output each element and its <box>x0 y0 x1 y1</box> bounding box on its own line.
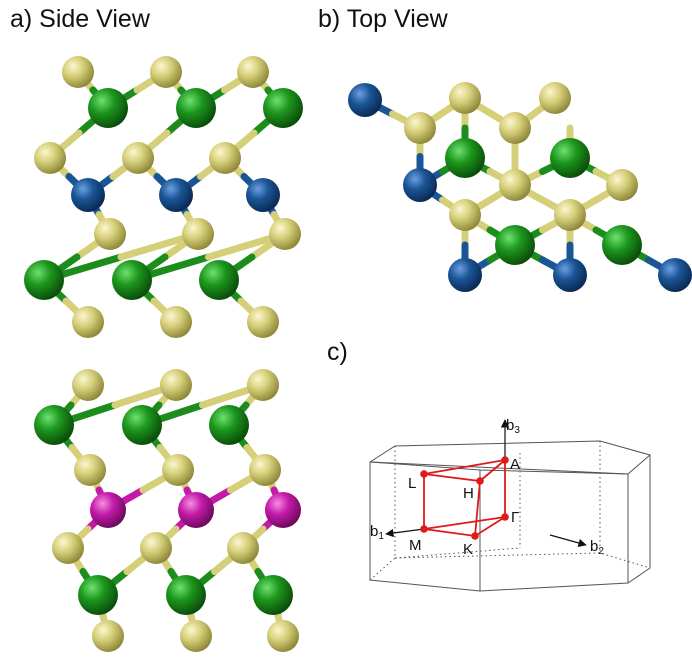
yellow-atom <box>237 56 269 88</box>
yellow-atom <box>449 82 481 114</box>
yellow-atom <box>227 532 259 564</box>
b1-axis-arrow <box>385 528 425 538</box>
green-atom <box>78 575 118 615</box>
magenta-atom <box>178 492 214 528</box>
panel-b-label: b) Top View <box>318 5 448 33</box>
blue-atom <box>71 178 105 212</box>
yellow-atom <box>72 369 104 401</box>
point-M-dot <box>420 525 428 533</box>
b2-axis-arrow <box>549 534 587 548</box>
yellow-atom <box>122 142 154 174</box>
yellow-atom <box>269 218 301 250</box>
magenta-atom <box>265 492 301 528</box>
yellow-atom <box>52 532 84 564</box>
bz-box-top <box>369 440 652 475</box>
bz-path-top <box>423 459 506 482</box>
yellow-atom <box>62 56 94 88</box>
yellow-atom <box>267 620 299 652</box>
yellow-atom <box>249 454 281 486</box>
point-K-dot <box>471 532 479 540</box>
blue-atom <box>348 83 382 117</box>
yellow-atom <box>449 199 481 231</box>
point-H-dot <box>476 477 484 485</box>
magenta-atom <box>90 492 126 528</box>
yellow-atom <box>74 454 106 486</box>
green-atom <box>209 405 249 445</box>
yellow-atom <box>180 620 212 652</box>
yellow-atom <box>162 454 194 486</box>
yellow-atom <box>94 218 126 250</box>
b1-label: b1 <box>370 523 384 542</box>
yellow-atom <box>182 218 214 250</box>
blue-atom <box>403 168 437 202</box>
green-atom <box>88 88 128 128</box>
point-K-label: K <box>463 541 473 558</box>
green-atom <box>199 260 239 300</box>
point-A-label: A <box>510 456 520 473</box>
point-A-dot <box>501 456 509 464</box>
yellow-atom <box>150 56 182 88</box>
yellow-atom <box>247 369 279 401</box>
green-atom <box>602 225 642 265</box>
bz-box-right-edge <box>627 455 651 584</box>
point-Gamma-label: Γ <box>511 509 519 526</box>
b3-label: b3 <box>506 417 520 436</box>
green-atom <box>550 138 590 178</box>
yellow-atom <box>539 82 571 114</box>
point-M-label: M <box>409 537 422 554</box>
point-L-dot <box>420 470 428 478</box>
point-H-label: H <box>463 485 474 502</box>
yellow-atom <box>554 199 586 231</box>
yellow-atom <box>499 112 531 144</box>
green-atom <box>122 405 162 445</box>
blue-atom <box>159 178 193 212</box>
yellow-atom <box>34 142 66 174</box>
b2-label: b2 <box>590 538 604 557</box>
point-L-label: L <box>408 475 416 492</box>
brillouin-zone-diagram: b3 b1 b2 A L H Γ M K <box>369 417 652 592</box>
green-atom <box>112 260 152 300</box>
yellow-atom <box>72 306 104 338</box>
blue-atom <box>553 258 587 292</box>
yellow-atom <box>160 369 192 401</box>
yellow-atom <box>247 306 279 338</box>
green-atom <box>445 138 485 178</box>
green-atom <box>495 225 535 265</box>
green-atom <box>176 88 216 128</box>
yellow-atom <box>92 620 124 652</box>
yellow-atom <box>404 112 436 144</box>
yellow-atom <box>499 169 531 201</box>
green-atom <box>166 575 206 615</box>
blue-atom <box>658 258 692 292</box>
panel-c-label: c) <box>327 338 348 366</box>
green-atom <box>263 88 303 128</box>
yellow-atom <box>606 169 638 201</box>
yellow-atom <box>209 142 241 174</box>
green-atom <box>24 260 64 300</box>
point-Gamma-dot <box>501 513 509 521</box>
bz-path-verticals <box>423 460 506 537</box>
green-atom <box>34 405 74 445</box>
blue-atom <box>246 178 280 212</box>
bz-path-bottom <box>423 516 506 537</box>
yellow-atom <box>140 532 172 564</box>
yellow-atom <box>160 306 192 338</box>
panel-a-label: a) Side View <box>10 5 150 33</box>
blue-atom <box>448 258 482 292</box>
green-atom <box>253 575 293 615</box>
